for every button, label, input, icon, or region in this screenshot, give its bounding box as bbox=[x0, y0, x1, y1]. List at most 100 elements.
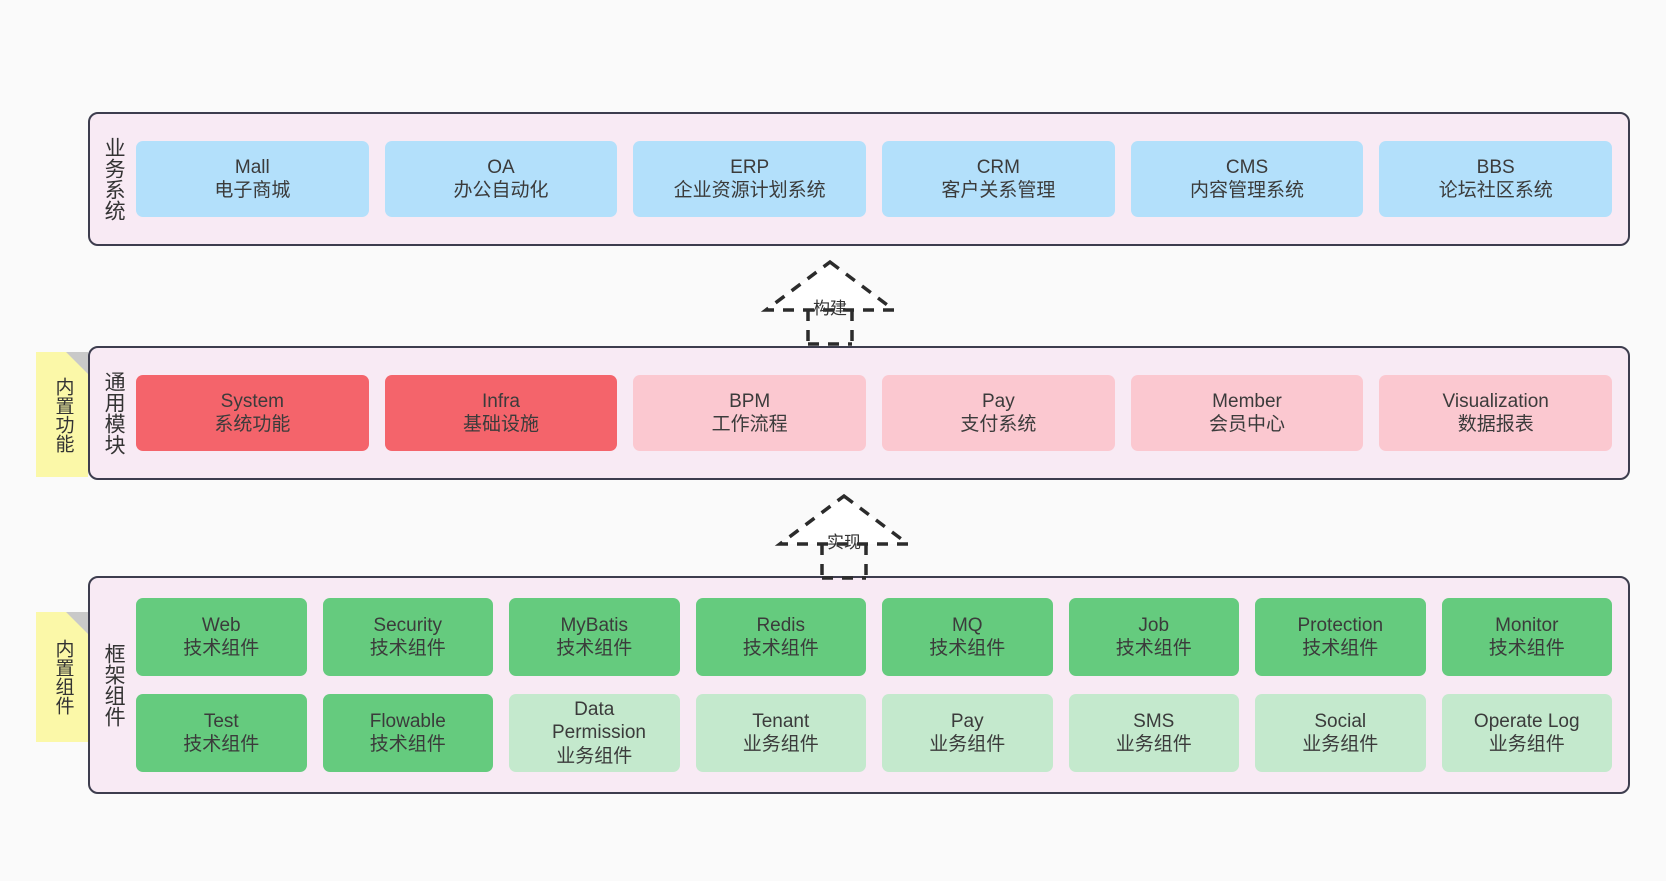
sticky-note-builtin-component: 内置组件 bbox=[36, 612, 88, 742]
card-bbs[interactable]: BBS 论坛社区系统 bbox=[1379, 141, 1613, 217]
layer-label-business-system: 业务系统 bbox=[102, 137, 126, 221]
card-title: Flowable bbox=[369, 710, 446, 732]
card-mybatis[interactable]: MyBatis 技术组件 bbox=[509, 598, 680, 676]
card-subtitle: 技术组件 bbox=[1488, 638, 1565, 659]
card-row: Mall 电子商城 OA 办公自动化 ERP 企业资源计划系统 CRM 客户关系… bbox=[136, 141, 1613, 217]
card-subtitle: 技术组件 bbox=[1302, 638, 1379, 659]
card-subtitle: 业务组件 bbox=[1115, 734, 1192, 755]
card-subtitle: 业务组件 bbox=[556, 745, 633, 767]
card-crm[interactable]: CRM 客户关系管理 bbox=[882, 141, 1115, 217]
card-title: MQ bbox=[951, 614, 983, 636]
card-cms[interactable]: CMS 内容管理系统 bbox=[1130, 141, 1364, 217]
sticky-note-label: 内置组件 bbox=[52, 639, 74, 715]
card-subtitle: 论坛社区系统 bbox=[1438, 180, 1553, 201]
card-subtitle: 业务组件 bbox=[1488, 734, 1565, 755]
card-mq[interactable]: MQ 技术组件 bbox=[882, 598, 1053, 676]
card-redis[interactable]: Redis 技术组件 bbox=[695, 598, 866, 676]
card-title: Visualization bbox=[1442, 390, 1549, 412]
card-subtitle: 业务组件 bbox=[1302, 734, 1379, 755]
card-mall[interactable]: Mall 电子商城 bbox=[136, 141, 369, 217]
card-title: Operate Log bbox=[1473, 710, 1580, 732]
card-subtitle: 企业资源计划系统 bbox=[673, 180, 826, 201]
card-title: Member bbox=[1212, 390, 1282, 412]
card-subtitle: 技术组件 bbox=[369, 638, 446, 659]
card-subtitle: 技术组件 bbox=[1115, 638, 1192, 659]
card-data-permission[interactable]: Data Permission 业务组件 bbox=[509, 694, 680, 772]
card-title: Security bbox=[373, 614, 443, 636]
card-subtitle: 办公自动化 bbox=[453, 180, 549, 201]
card-system[interactable]: System 系统功能 bbox=[136, 375, 369, 451]
connector-realize: 实现 bbox=[774, 492, 914, 580]
card-pay-component[interactable]: Pay 业务组件 bbox=[882, 694, 1053, 772]
card-title: Infra bbox=[481, 390, 521, 412]
card-title: CRM bbox=[976, 156, 1020, 178]
card-subtitle: 基础设施 bbox=[463, 414, 540, 435]
card-title: Redis bbox=[756, 614, 806, 636]
card-title: Tenant bbox=[752, 710, 810, 732]
card-subtitle: 内容管理系统 bbox=[1190, 180, 1305, 201]
connector-build-arrow bbox=[760, 259, 900, 346]
layer-framework-component: 框架组件 Web 技术组件 Security 技术组件 MyBatis 技术组件… bbox=[88, 576, 1630, 794]
card-subtitle: 业务组件 bbox=[929, 734, 1006, 755]
card-web[interactable]: Web 技术组件 bbox=[136, 598, 307, 676]
card-row: System 系统功能 Infra 基础设施 BPM 工作流程 Pay 支付系统… bbox=[136, 375, 1613, 451]
connector-build: 构建 bbox=[760, 258, 900, 346]
sticky-fold-corner-icon bbox=[66, 612, 88, 634]
connector-realize-label: 实现 bbox=[827, 533, 861, 552]
card-subtitle: 技术组件 bbox=[929, 638, 1006, 659]
card-subtitle: 技术组件 bbox=[369, 734, 446, 755]
card-subtitle: 技术组件 bbox=[556, 638, 633, 659]
card-title: Protection bbox=[1297, 614, 1384, 636]
card-member[interactable]: Member 会员中心 bbox=[1130, 375, 1364, 451]
layer-body-business-system: Mall 电子商城 OA 办公自动化 ERP 企业资源计划系统 CRM 客户关系… bbox=[136, 114, 1628, 244]
card-protection[interactable]: Protection 技术组件 bbox=[1255, 598, 1426, 676]
card-erp[interactable]: ERP 企业资源计划系统 bbox=[633, 141, 867, 217]
card-subtitle: 系统功能 bbox=[214, 414, 291, 435]
card-title: Pay bbox=[950, 710, 984, 732]
arrowhead-triangle bbox=[774, 493, 914, 546]
card-title: OA bbox=[487, 156, 515, 178]
sticky-note-builtin-function: 内置功能 bbox=[36, 352, 88, 477]
card-title: Social bbox=[1314, 710, 1367, 732]
card-subtitle: 技术组件 bbox=[183, 734, 260, 755]
layer-body-common-module: System 系统功能 Infra 基础设施 BPM 工作流程 Pay 支付系统… bbox=[136, 348, 1628, 478]
card-sms[interactable]: SMS 业务组件 bbox=[1068, 694, 1239, 772]
card-pay[interactable]: Pay 支付系统 bbox=[882, 375, 1115, 451]
card-title: CMS bbox=[1225, 156, 1269, 178]
card-test[interactable]: Test 技术组件 bbox=[136, 694, 307, 772]
card-title: Job bbox=[1138, 614, 1170, 636]
layer-business-system: 业务系统 Mall 电子商城 OA 办公自动化 ERP 企业资源计划系统 CRM… bbox=[88, 112, 1630, 246]
card-subtitle: 技术组件 bbox=[183, 638, 260, 659]
card-social[interactable]: Social 业务组件 bbox=[1255, 694, 1426, 772]
card-job[interactable]: Job 技术组件 bbox=[1068, 598, 1239, 676]
card-title: Pay bbox=[981, 390, 1015, 412]
card-title: ERP bbox=[730, 156, 770, 178]
card-subtitle: 业务组件 bbox=[742, 734, 819, 755]
card-bpm[interactable]: BPM 工作流程 bbox=[633, 375, 867, 451]
layer-common-module: 通用模块 System 系统功能 Infra 基础设施 BPM 工作流程 Pay… bbox=[88, 346, 1630, 480]
card-subtitle: 数据报表 bbox=[1457, 414, 1534, 435]
card-infra[interactable]: Infra 基础设施 bbox=[384, 375, 618, 451]
card-title: Monitor bbox=[1495, 614, 1559, 636]
card-monitor[interactable]: Monitor 技术组件 bbox=[1441, 598, 1612, 676]
card-oa[interactable]: OA 办公自动化 bbox=[384, 141, 618, 217]
card-subtitle: 技术组件 bbox=[742, 638, 819, 659]
card-subtitle: 工作流程 bbox=[711, 414, 788, 435]
card-security[interactable]: Security 技术组件 bbox=[322, 598, 493, 676]
card-title: System bbox=[220, 390, 285, 412]
card-flowable[interactable]: Flowable 技术组件 bbox=[322, 694, 493, 772]
layer-label-common-module: 通用模块 bbox=[102, 371, 126, 455]
card-subtitle: 客户关系管理 bbox=[941, 180, 1056, 201]
card-tenant[interactable]: Tenant 业务组件 bbox=[695, 694, 866, 772]
card-visualization[interactable]: Visualization 数据报表 bbox=[1379, 375, 1613, 451]
connector-build-label: 构建 bbox=[813, 299, 847, 318]
card-subtitle: 支付系统 bbox=[960, 414, 1037, 435]
card-title: MyBatis bbox=[560, 614, 629, 636]
card-operate-log[interactable]: Operate Log 业务组件 bbox=[1441, 694, 1612, 772]
layer-label-framework-component: 框架组件 bbox=[102, 643, 126, 727]
sticky-note-label: 内置功能 bbox=[52, 376, 74, 453]
card-subtitle: 电子商城 bbox=[214, 180, 291, 201]
card-title: Mall bbox=[234, 156, 270, 178]
card-title: BPM bbox=[729, 390, 771, 412]
